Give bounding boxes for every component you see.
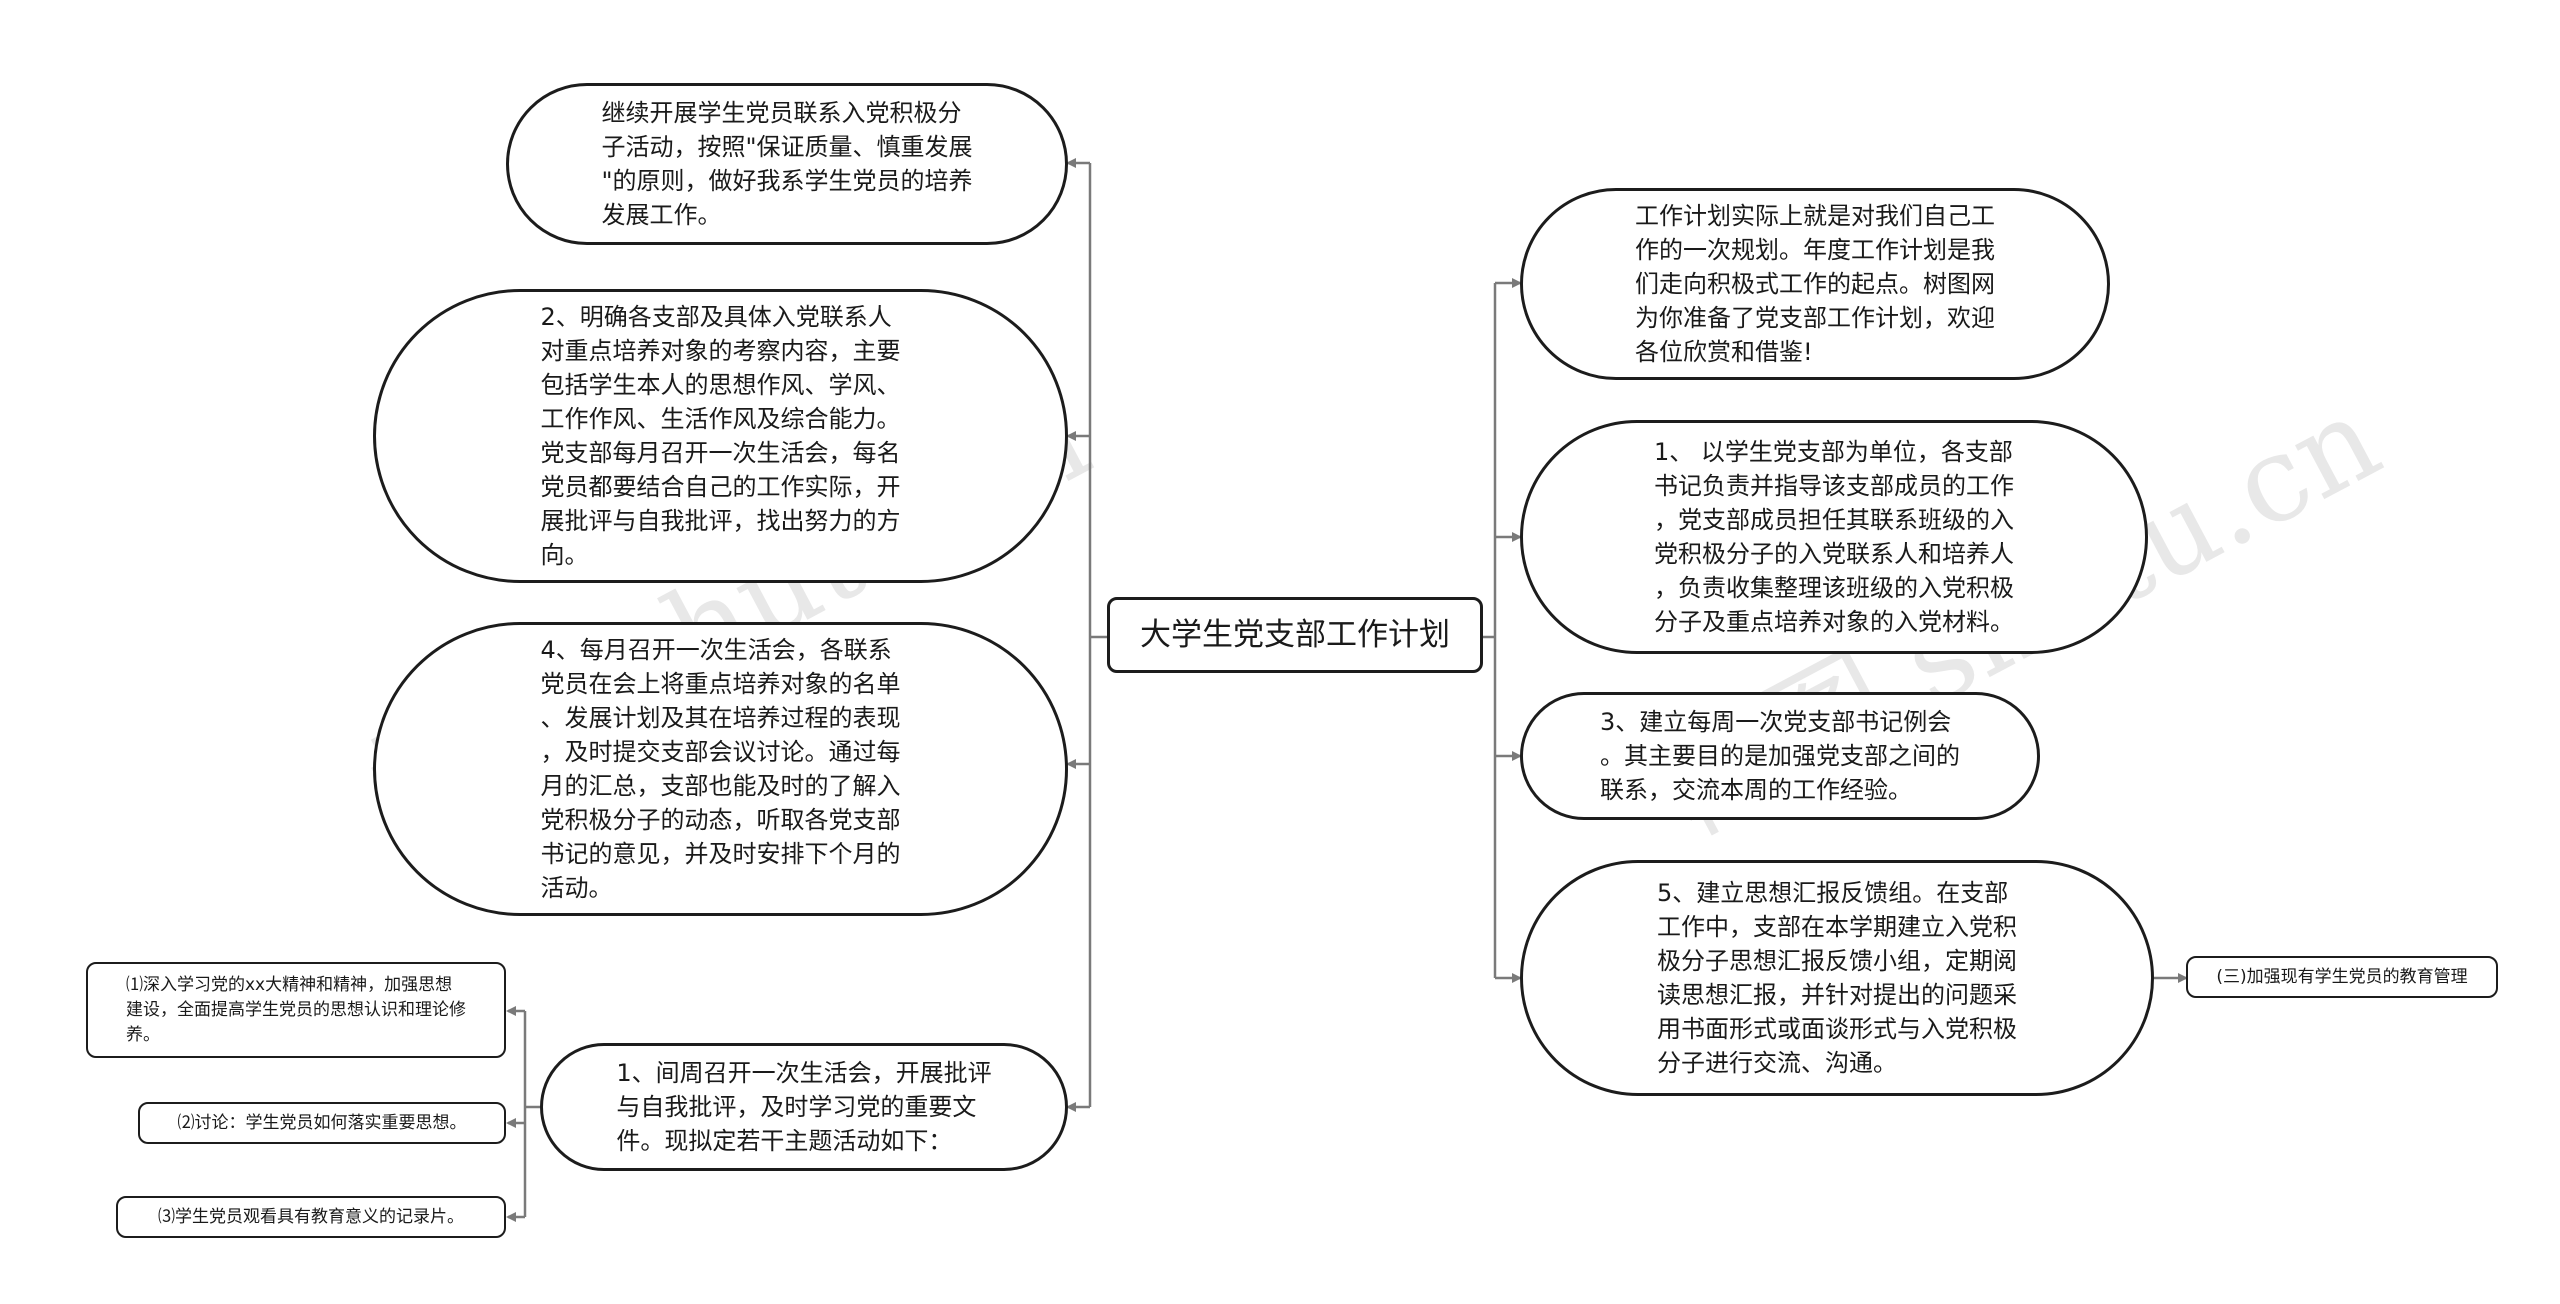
node-text: 1、 以学生党支部为单位，各支部 书记负责并指导该支部成员的工作 ，党支部成员担…: [1654, 438, 2014, 636]
node-text: ⑵讨论：学生党员如何落实重要思想。: [177, 1112, 467, 1133]
sub-node-1[interactable]: ⑴深入学习党的xx大精神和精神，加强思想 建设，全面提高学生党员的思想认识和理论…: [86, 962, 506, 1058]
left-node-2[interactable]: 2、明确各支部及具体入党联系人 对重点培养对象的考察内容，主要 包括学生本人的思…: [373, 289, 1068, 583]
right-node-4[interactable]: 5、建立思想汇报反馈组。在支部 工作中，支部在本学期建立入党积 极分子思想汇报反…: [1520, 860, 2154, 1096]
right-node-2[interactable]: 1、 以学生党支部为单位，各支部 书记负责并指导该支部成员的工作 ，党支部成员担…: [1520, 420, 2148, 654]
node-text: 3、建立每周一次党支部书记例会 。其主要目的是加强党支部之间的 联系，交流本周的…: [1600, 708, 1960, 804]
sub-node-3[interactable]: ⑶学生党员观看具有教育意义的记录片。: [116, 1196, 506, 1238]
root-topic-label: 大学生党支部工作计划: [1140, 617, 1450, 653]
left-node-4[interactable]: 1、间周召开一次生活会，开展批评 与自我批评，及时学习党的重要文 件。现拟定若干…: [540, 1043, 1068, 1171]
root-topic[interactable]: 大学生党支部工作计划: [1107, 597, 1483, 673]
right-node-1[interactable]: 工作计划实际上就是对我们自己工 作的一次规划。年度工作计划是我 们走向积极式工作…: [1520, 188, 2110, 380]
node-text: 5、建立思想汇报反馈组。在支部 工作中，支部在本学期建立入党积 极分子思想汇报反…: [1657, 879, 2017, 1077]
node-text: 工作计划实际上就是对我们自己工 作的一次规划。年度工作计划是我 们走向积极式工作…: [1635, 202, 1995, 366]
node-text: 1、间周召开一次生活会，开展批评 与自我批评，及时学习党的重要文 件。现拟定若干…: [616, 1059, 992, 1155]
node-text: 4、每月召开一次生活会，各联系 党员在会上将重点培养对象的名单 、发展计划及其在…: [540, 636, 901, 902]
node-text: 继续开展学生党员联系入党积极分 子活动，按照"保证质量、慎重发展 "的原则，做好…: [601, 99, 973, 229]
left-node-1[interactable]: 继续开展学生党员联系入党积极分 子活动，按照"保证质量、慎重发展 "的原则，做好…: [506, 83, 1068, 245]
left-node-3[interactable]: 4、每月召开一次生活会，各联系 党员在会上将重点培养对象的名单 、发展计划及其在…: [373, 622, 1068, 916]
far-right-node[interactable]: (三)加强现有学生党员的教育管理: [2186, 956, 2498, 998]
node-text: (三)加强现有学生党员的教育管理: [2216, 966, 2468, 987]
right-node-3[interactable]: 3、建立每周一次党支部书记例会 。其主要目的是加强党支部之间的 联系，交流本周的…: [1520, 692, 2040, 820]
node-text: ⑶学生党员观看具有教育意义的记录片。: [158, 1206, 464, 1227]
node-text: 2、明确各支部及具体入党联系人 对重点培养对象的考察内容，主要 包括学生本人的思…: [540, 303, 901, 569]
sub-node-2[interactable]: ⑵讨论：学生党员如何落实重要思想。: [138, 1102, 506, 1144]
node-text: ⑴深入学习党的xx大精神和精神，加强思想 建设，全面提高学生党员的思想认识和理论…: [126, 974, 466, 1045]
